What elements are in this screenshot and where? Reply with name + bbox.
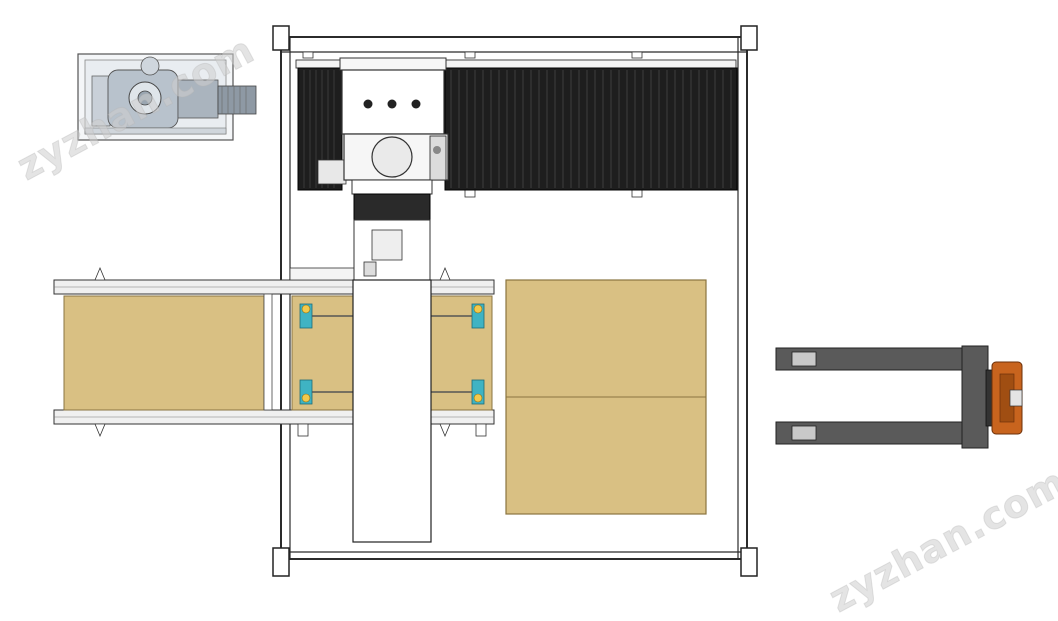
bellows-cover-right	[444, 67, 738, 191]
corner-post	[740, 547, 758, 577]
board-on-conveyor	[63, 295, 265, 411]
fork-roller	[791, 425, 817, 441]
clamp	[299, 303, 313, 329]
fork-roller	[791, 351, 817, 367]
clamp	[299, 379, 313, 405]
bellows-cover-left	[297, 67, 347, 191]
vacuum-pump-module	[77, 53, 257, 141]
corner-post	[272, 547, 290, 577]
clamp	[471, 379, 485, 405]
gantry-head	[339, 57, 449, 221]
pallet-jack	[775, 345, 1023, 449]
corner-post	[272, 25, 290, 51]
central-beam	[352, 219, 432, 543]
clamp	[471, 303, 485, 329]
stacked-boards	[505, 279, 707, 515]
cad-top-view	[53, 25, 1023, 577]
diagram-canvas: zyzhan.com zyzhan.com	[9, 25, 1058, 621]
corner-post	[740, 25, 758, 51]
